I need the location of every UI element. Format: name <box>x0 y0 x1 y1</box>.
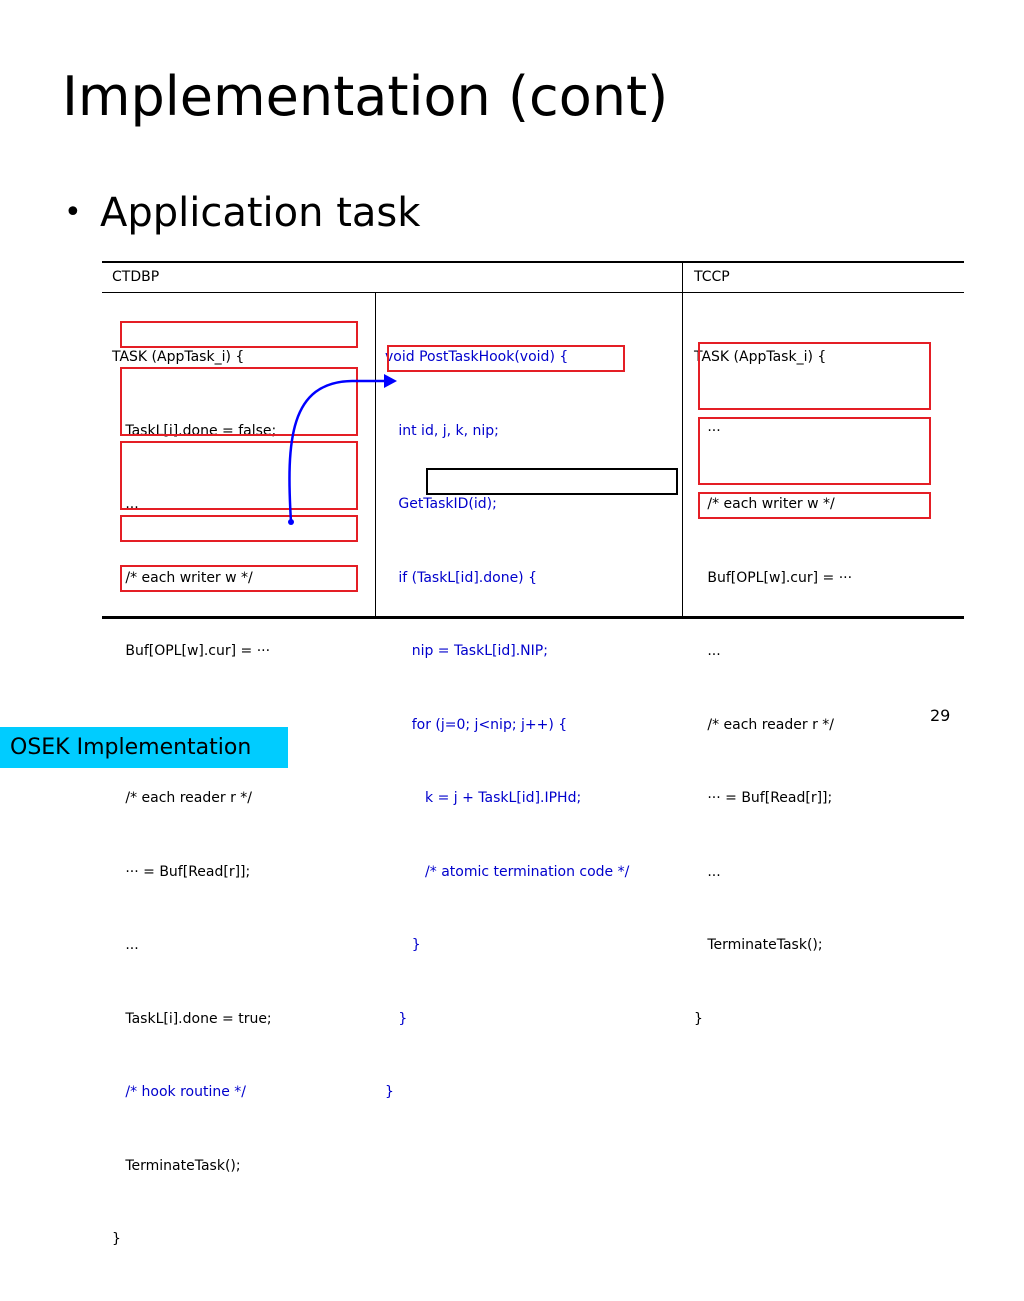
page-number: 29 <box>930 706 951 725</box>
code-line: } <box>385 937 421 953</box>
code-line: nip = TaskL[id].NIP; <box>385 643 548 659</box>
bullet-item: • Application task <box>64 186 420 240</box>
code-line: TaskL[i].done = true; <box>112 1010 272 1027</box>
code-line: if (TaskL[id].done) { <box>385 569 538 586</box>
code-line: GetTaskID(id); <box>385 496 497 512</box>
code-line: TerminateTask(); <box>112 1157 241 1174</box>
highlight-done-true <box>120 515 358 542</box>
table-header-rule <box>102 292 964 293</box>
highlight-get-task-id <box>387 345 625 372</box>
highlight-writer-tccp <box>698 342 931 410</box>
code-line: /* each writer w */ <box>694 496 835 512</box>
highlight-terminate-tccp <box>698 492 931 519</box>
code-line: ... <box>694 643 721 659</box>
footer-label: OSEK Implementation <box>0 727 288 768</box>
highlight-done-false <box>120 321 358 348</box>
highlight-writer-block <box>120 367 358 436</box>
code-line: /* each reader r */ <box>112 790 252 806</box>
code-line: ··· = Buf[Read[r]]; <box>112 863 251 880</box>
code-line: /* hook routine */ <box>112 1084 246 1100</box>
code-line: ··· <box>694 422 721 439</box>
code-line: void PostTaskHook(void) { <box>385 349 569 365</box>
bullet-text: Application task <box>100 190 421 236</box>
code-line: } <box>385 1010 408 1027</box>
table-top-rule <box>102 261 964 263</box>
code-line: k = j + TaskL[id].IPHd; <box>385 790 582 806</box>
code-line: TASK (AppTask_i) { <box>112 349 245 365</box>
highlight-reader-block <box>120 441 358 510</box>
bullet-dot-icon: • <box>64 195 82 230</box>
table-divider-tccp <box>682 261 683 617</box>
code-line: } <box>385 1084 394 1100</box>
highlight-reader-tccp <box>698 417 931 485</box>
tccp-task-code: TASK (AppTask_i) { ··· /* each writer w … <box>694 296 852 1080</box>
code-line: int id, j, k, nip; <box>385 422 499 439</box>
code-line: Buf[OPL[w].cur] = ··· <box>694 569 853 586</box>
code-line: Buf[OPL[w].cur] = ··· <box>112 643 271 659</box>
code-line: } <box>112 1231 121 1247</box>
code-line: for (j=0; j<nip; j++) { <box>385 716 568 733</box>
code-line: /* atomic termination code */ <box>385 863 630 880</box>
code-line: ... <box>694 863 721 880</box>
header-tccp: TCCP <box>694 269 730 285</box>
post-task-hook-code: void PostTaskHook(void) { int id, j, k, … <box>385 296 629 1154</box>
table-divider-hook <box>375 292 376 617</box>
code-line: ... <box>112 937 139 953</box>
code-line: /* each reader r */ <box>694 716 834 733</box>
slide-title: Implementation (cont) <box>62 65 669 128</box>
code-line: TASK (AppTask_i) { <box>694 349 827 365</box>
code-line: } <box>694 1010 703 1027</box>
code-line: TerminateTask(); <box>694 937 823 953</box>
code-line: /* each writer w */ <box>112 569 253 586</box>
highlight-atomic-termination <box>426 468 678 495</box>
highlight-terminate-ctdbp <box>120 565 358 592</box>
code-line: ··· = Buf[Read[r]]; <box>694 790 833 806</box>
table-bottom-rule <box>102 616 964 619</box>
header-ctdbp: CTDBP <box>112 269 160 285</box>
